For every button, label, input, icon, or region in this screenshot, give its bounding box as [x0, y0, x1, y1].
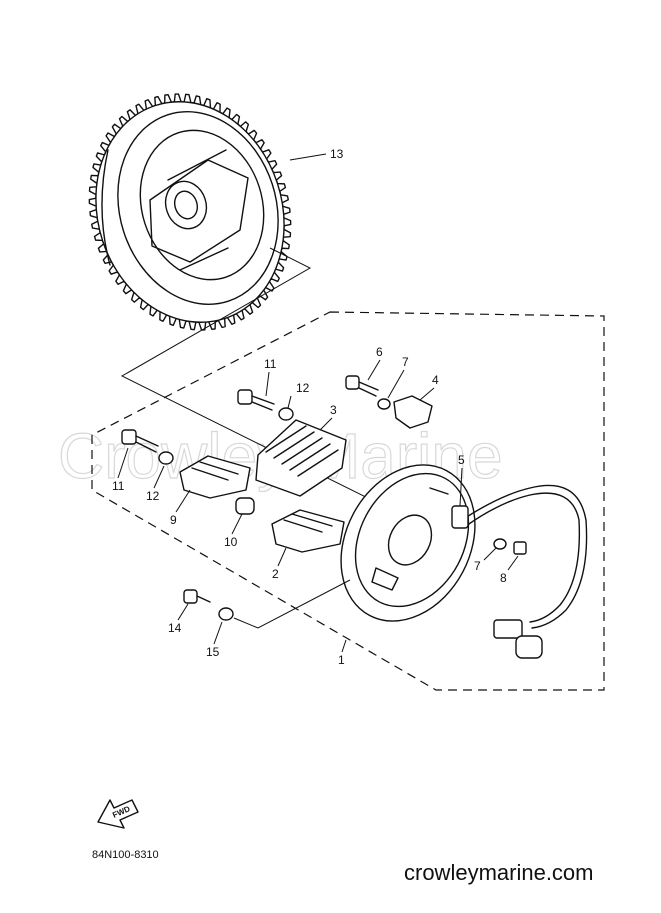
site-url[interactable]: crowleymarine.com: [404, 860, 594, 885]
coil-3-drawing[interactable]: [255, 419, 347, 497]
part-label: 12: [146, 489, 160, 503]
part-label: 1: [338, 653, 345, 667]
part-labels: 13 11 12 6 7 4 3 11 12 9 5 10 2 7 8 14 1…: [112, 147, 519, 667]
coil-9-drawing[interactable]: [179, 455, 251, 499]
part-label: 7: [474, 559, 481, 573]
part-label: 2: [272, 567, 279, 581]
part-label: 8: [500, 571, 507, 585]
part-label: 11: [264, 357, 277, 371]
part-label: 9: [170, 513, 177, 527]
part-label: 10: [224, 535, 238, 549]
flywheel-drawing[interactable]: [68, 77, 312, 347]
part-label: 11: [112, 479, 125, 493]
stator-plate-drawing[interactable]: [315, 441, 501, 644]
hardware-drawings[interactable]: [121, 375, 527, 629]
part-label: 13: [330, 147, 344, 161]
stator-assembly-boundary: [91, 311, 605, 691]
part-label: 7: [402, 355, 409, 369]
part-label: 3: [330, 403, 337, 417]
part-label: 4: [432, 373, 439, 387]
part-label: 12: [296, 381, 310, 395]
part-label: 5: [458, 453, 465, 467]
forward-arrow-icon: FWD: [97, 799, 139, 829]
part-label: 6: [376, 345, 383, 359]
part-label: 14: [168, 621, 182, 635]
coil-2-drawing[interactable]: [271, 509, 345, 553]
diagram-code: 84N100-8310: [92, 849, 159, 861]
part-label: 15: [206, 645, 220, 659]
coil-4-drawing[interactable]: [393, 395, 433, 429]
